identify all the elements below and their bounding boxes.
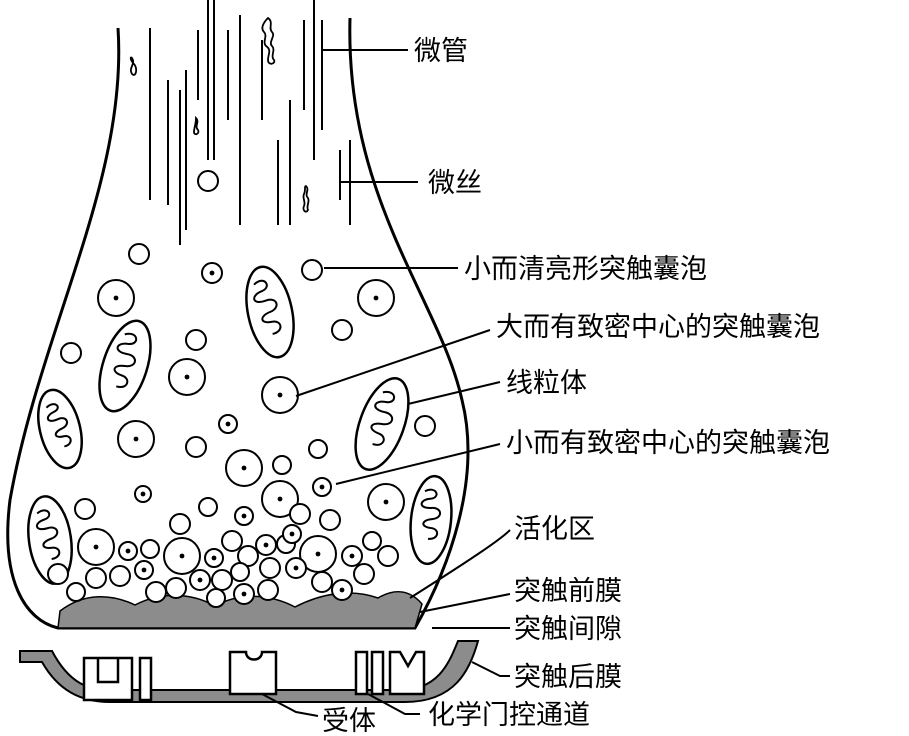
- vesicle-dense-core: [339, 587, 345, 593]
- vesicle-dense-core: [373, 295, 379, 301]
- clear-vesicle: [85, 567, 107, 589]
- vesicle-dense-core: [93, 544, 99, 550]
- leader-lines: [261, 49, 511, 717]
- clear-vesicle: [272, 455, 292, 475]
- label-ligand-gated-channel: 化学门控通道: [428, 700, 590, 731]
- channel-bar-2: [354, 650, 369, 696]
- clear-vesicle: [185, 436, 207, 458]
- clear-vesicle: [169, 513, 191, 535]
- vesicle-dense-core: [141, 567, 147, 573]
- clear-vesicle: [47, 563, 69, 585]
- vesicle-dense-core: [349, 553, 355, 559]
- vesicle-dense-core: [197, 577, 203, 583]
- vesicle-dense-core: [241, 591, 247, 597]
- text-labels: 微管 微丝 小而清亮形突触囊泡 大而有致密中心的突触囊泡 线粒体 小而有致密中心…: [322, 36, 830, 736]
- vesicle-dense-core: [225, 421, 231, 427]
- active-zone-density: [57, 591, 423, 629]
- vesicle-dense-core: [383, 499, 389, 505]
- label-microfilament: 微丝: [428, 168, 482, 199]
- clear-vesicle: [197, 170, 219, 192]
- label-presynaptic-membrane: 突触前膜: [514, 576, 622, 607]
- vesicle-dense-core: [209, 270, 215, 276]
- clear-vesicle: [289, 503, 311, 525]
- vesicle-dense-core: [319, 484, 325, 490]
- clear-vesicle: [206, 588, 226, 608]
- vesicle-dense-core: [293, 565, 299, 571]
- mitochondria: [27, 265, 453, 585]
- label-large-dense-core-vesicle: 大而有致密中心的突触囊泡: [496, 312, 820, 343]
- label-active-zone: 活化区: [514, 514, 595, 545]
- clear-vesicle: [301, 259, 323, 281]
- label-microtubule: 微管: [414, 36, 468, 67]
- clear-vesicle: [140, 539, 160, 559]
- clear-vesicle: [74, 498, 96, 520]
- clear-vesicle: [185, 329, 207, 351]
- vesicle-dense-core: [133, 436, 139, 442]
- vesicle-dense-core: [241, 465, 247, 471]
- label-postsynaptic-membrane: 突触后膜: [514, 662, 622, 693]
- membrane-proteins: [82, 650, 426, 702]
- vesicle-dense-core: [184, 374, 190, 380]
- clear-vesicle: [109, 565, 131, 587]
- clear-vesicle: [377, 545, 399, 567]
- microfilament-squiggles: [129, 16, 310, 213]
- channel-gate: [388, 650, 426, 696]
- vesicle-dense-core: [263, 542, 269, 548]
- receptor-2: [228, 650, 278, 696]
- clear-vesicle: [198, 497, 218, 517]
- clear-vesicle: [353, 563, 375, 585]
- label-synaptic-cleft: 突触间隙: [514, 614, 622, 645]
- vesicle-dense-core: [277, 392, 283, 398]
- clear-vesicle: [145, 581, 167, 603]
- clear-vesicle: [319, 509, 341, 531]
- vesicle-dense-core: [125, 548, 131, 554]
- vesicle-dense-core: [277, 496, 283, 502]
- label-small-dense-core-vesicle: 小而有致密中心的突触囊泡: [506, 428, 830, 459]
- vesicle-dense-core: [140, 491, 146, 497]
- vesicle-dense-core: [289, 531, 295, 537]
- clear-vesicle: [221, 530, 243, 552]
- clear-vesicle: [60, 342, 82, 364]
- vesicle-dense-core: [113, 295, 119, 301]
- cytoskeleton: [149, 0, 351, 245]
- vesicle-dense-core: [241, 513, 247, 519]
- clear-vesicle: [128, 243, 150, 265]
- vesicle-dense-core: [179, 553, 185, 559]
- receptor-1: [82, 656, 134, 702]
- vesicle-dense-core: [211, 555, 217, 561]
- label-small-clear-vesicle: 小而清亮形突触囊泡: [464, 254, 707, 285]
- clear-vesicle: [66, 582, 86, 602]
- channel-bar-1: [138, 656, 153, 702]
- clear-vesicle: [308, 439, 328, 459]
- label-receptor: 受体: [322, 706, 376, 736]
- vesicle-group: [47, 170, 436, 608]
- clear-vesicle: [362, 531, 382, 551]
- clear-vesicle: [311, 571, 333, 593]
- clear-vesicle: [259, 557, 281, 579]
- clear-vesicle: [414, 415, 436, 437]
- label-mitochondrion: 线粒体: [506, 368, 587, 399]
- clear-vesicle: [230, 562, 250, 582]
- clear-vesicle: [331, 319, 353, 341]
- clear-vesicle: [257, 579, 279, 601]
- clear-vesicle: [211, 569, 233, 591]
- vesicle-dense-core: [315, 551, 321, 557]
- channel-bar-3: [370, 650, 385, 696]
- clear-vesicle: [165, 577, 187, 599]
